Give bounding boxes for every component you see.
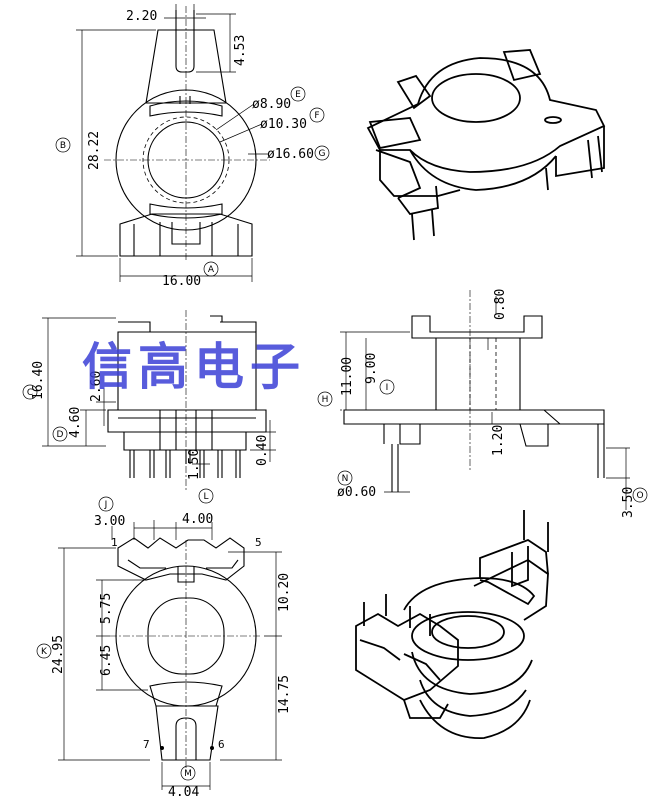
dim-pin-length: 1.50 bbox=[187, 449, 202, 480]
callout-i: I bbox=[386, 383, 389, 393]
dim-pin-gap: 0.40 bbox=[255, 435, 270, 466]
top-view: 2.20 4.53 28.22 16.00 ø8.90 ø10.30 ø16.6… bbox=[55, 4, 330, 289]
callout-o: O bbox=[636, 491, 643, 501]
dim-base-height: 4.60 bbox=[68, 407, 83, 438]
callout-k: K bbox=[41, 647, 48, 657]
dim-slot-depth: 4.53 bbox=[233, 35, 248, 66]
callout-g: G bbox=[319, 149, 326, 159]
dim-lower: 6.45 bbox=[99, 645, 114, 676]
front-view: 16.40 4.60 2.60 0.40 1.50 C D bbox=[22, 310, 276, 490]
dim-slot: 4.04 bbox=[168, 785, 199, 798]
bottom-view: 3.00 4.00 5.75 6.45 10.20 14.75 24.95 4.… bbox=[36, 488, 292, 798]
callout-e: E bbox=[295, 90, 301, 100]
callout-l: L bbox=[203, 492, 208, 502]
dim-right-upper: 10.20 bbox=[277, 573, 292, 612]
dim-upper: 5.75 bbox=[99, 593, 114, 624]
dim-base-thk: 1.20 bbox=[491, 425, 506, 456]
dim-dia-g: ø16.60 bbox=[267, 147, 314, 162]
dim-height: 28.22 bbox=[87, 131, 102, 170]
pin-5-label: 5 bbox=[255, 536, 262, 549]
dim-inner-height: 9.00 bbox=[364, 353, 379, 384]
callout-m: M bbox=[184, 769, 192, 779]
pin-6-label: 6 bbox=[218, 738, 225, 751]
dim-total-height: 16.40 bbox=[31, 361, 46, 400]
dim-pin-pitch: 3.00 bbox=[94, 514, 125, 529]
dim-overall: 24.95 bbox=[51, 635, 66, 674]
dim-pin-length-side: 3.50 bbox=[621, 487, 636, 518]
dim-right-lower: 14.75 bbox=[277, 675, 292, 714]
isometric-view-top bbox=[366, 49, 606, 241]
dim-dia-f: ø10.30 bbox=[260, 117, 307, 132]
callout-a: A bbox=[208, 265, 215, 275]
dim-width: 16.00 bbox=[162, 274, 201, 289]
pin-1-label: 1 bbox=[111, 536, 118, 549]
dim-flange-thk: 0.80 bbox=[493, 289, 508, 320]
pin-7-label: 7 bbox=[143, 738, 150, 751]
side-view: 0.80 11.00 9.00 1.20 ø0.60 3.50 H I N O bbox=[317, 289, 648, 518]
dim-pin-span: 4.00 bbox=[182, 512, 213, 527]
dim-dia-e: ø8.90 bbox=[252, 97, 291, 112]
isometric-view-bottom bbox=[355, 510, 549, 739]
callout-h: H bbox=[322, 395, 329, 405]
callout-c: C bbox=[27, 388, 33, 398]
dim-pin-dia: ø0.60 bbox=[337, 485, 376, 500]
dim-winding-height: 11.00 bbox=[340, 357, 355, 396]
callout-f: F bbox=[314, 111, 319, 121]
callout-j: J bbox=[104, 500, 108, 510]
callout-b: B bbox=[60, 141, 66, 151]
dim-mid-height: 2.60 bbox=[89, 371, 104, 402]
callout-n: N bbox=[342, 474, 349, 484]
watermark-text: 信高电子 bbox=[82, 338, 306, 396]
dim-slot-width: 2.20 bbox=[126, 9, 157, 24]
callout-d: D bbox=[57, 430, 64, 440]
